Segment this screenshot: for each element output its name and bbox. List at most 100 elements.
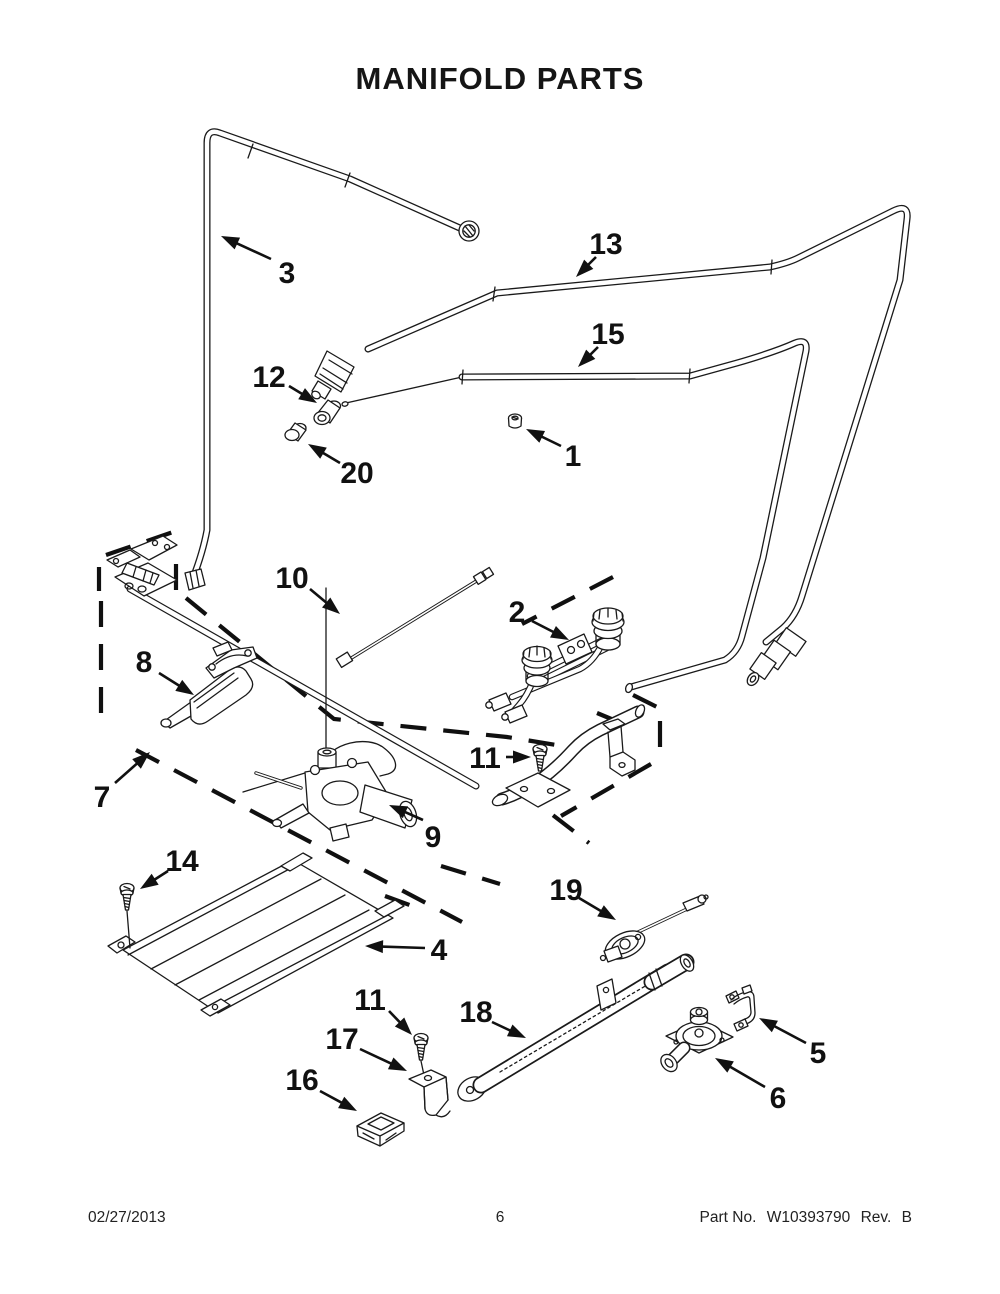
tube-joint-ticks — [247, 143, 773, 385]
callout-label-20: 20 — [340, 457, 373, 490]
callout-label-17: 17 — [325, 1023, 358, 1056]
valve-part8 — [160, 641, 258, 729]
callout-label-14: 14 — [165, 845, 199, 878]
callout-label-12: 12 — [252, 361, 285, 394]
callout-3-2: 3 — [221, 236, 295, 290]
callout-label-6: 6 — [770, 1082, 787, 1115]
panel-part4 — [107, 852, 405, 1017]
part-no-label: Part No. — [699, 1209, 757, 1226]
rev-label: Rev. — [860, 1209, 892, 1226]
manifold-rail — [491, 704, 646, 808]
callout-label-9: 9 — [425, 821, 442, 854]
callout-9-8: 9 — [389, 805, 441, 854]
callout-label-1: 1 — [565, 440, 582, 473]
callout-arrowhead — [221, 236, 241, 250]
callout-label-11: 11 — [469, 742, 501, 775]
callout-label-16: 16 — [285, 1064, 318, 1097]
tube-part3 — [184, 128, 480, 591]
callout-arrowhead — [322, 597, 340, 614]
callout-20-20: 20 — [308, 444, 374, 490]
bracket-part5 — [725, 984, 756, 1032]
rod-part10 — [335, 566, 495, 669]
callout-15-15: 15 — [578, 318, 625, 367]
clip-part16 — [356, 1112, 405, 1147]
callout-19-19: 19 — [549, 874, 616, 920]
callout-arrow-line — [376, 945, 426, 950]
callout-6-5: 6 — [715, 1058, 786, 1115]
callout-1-0: 1 — [526, 429, 581, 473]
callout-arrow-line — [768, 1022, 807, 1045]
dashed-outline — [96, 529, 663, 924]
callout-label-4: 4 — [431, 934, 448, 967]
callout-arrowhead — [175, 679, 194, 695]
fitting-part12 — [313, 399, 342, 426]
callout-label-19: 19 — [549, 874, 582, 907]
callout-label-15: 15 — [591, 318, 624, 351]
bracket-part17 — [408, 1069, 451, 1118]
callout-label-2: 2 — [509, 596, 526, 629]
callout-2-1: 2 — [509, 596, 569, 640]
callout-18-18: 18 — [459, 996, 526, 1038]
callout-arrowhead — [576, 259, 594, 277]
footer-date: 02/27/2013 — [88, 1209, 166, 1226]
regulator-part6 — [660, 1006, 734, 1073]
callout-7-6: 7 — [94, 752, 150, 814]
callout-12-12: 12 — [252, 361, 317, 403]
callout-label-5: 5 — [810, 1037, 827, 1070]
callout-arrow-line — [359, 1047, 397, 1068]
burner-part18 — [457, 953, 695, 1102]
hinge-bracket — [106, 535, 178, 597]
rev-value: B — [901, 1209, 912, 1226]
callout-arrowhead — [389, 805, 409, 819]
callout-4-3: 4 — [365, 934, 448, 967]
callout-label-13: 13 — [589, 228, 622, 261]
burner-part2 — [485, 607, 625, 724]
callout-arrowhead — [132, 752, 150, 769]
callout-label-10: 10 — [275, 562, 308, 595]
manifold-pipe — [126, 585, 480, 790]
callout-arrowhead — [506, 1024, 526, 1038]
callout-14-14: 14 — [140, 845, 199, 889]
valve-part9 — [242, 587, 418, 842]
callout-arrowhead — [140, 873, 159, 889]
ignitor-part19 — [599, 894, 709, 963]
callout-arrowhead — [550, 625, 569, 640]
callout-label-8: 8 — [136, 646, 153, 679]
screw-part11-top — [532, 743, 548, 772]
callout-arrowhead — [578, 349, 596, 367]
callout-arrowhead — [394, 1017, 412, 1035]
footer-part-number: Part No. W10393790 Rev. B — [694, 1209, 912, 1227]
cap-part20 — [284, 422, 307, 442]
callout-arrowhead — [298, 388, 317, 403]
callout-arrowhead — [513, 750, 531, 764]
callout-label-11: 11 — [354, 984, 386, 1017]
callout-arrow-line — [724, 1062, 766, 1089]
tube-part15 — [341, 338, 810, 694]
tube-part13 — [311, 204, 911, 687]
callout-arrow-line — [231, 239, 272, 261]
callout-arrowhead — [526, 429, 546, 443]
callout-13-13: 13 — [576, 228, 623, 277]
screw-part14 — [119, 882, 135, 949]
callout-arrowhead — [338, 1096, 357, 1111]
callout-arrowhead — [387, 1057, 407, 1071]
footer-page-number: 6 — [495, 1209, 505, 1226]
callout-11-11: 11 — [354, 984, 412, 1035]
callout-arrowhead — [715, 1058, 734, 1073]
callout-arrowhead — [308, 444, 327, 459]
callout-arrowhead — [759, 1018, 778, 1033]
callout-arrowhead — [365, 940, 384, 954]
callout-arrowhead — [597, 905, 616, 920]
callout-17-17: 17 — [325, 1023, 407, 1071]
page-title: MANIFOLD PARTS — [355, 60, 645, 96]
callout-11-10: 11 — [469, 742, 531, 775]
callout-8-7: 8 — [136, 646, 194, 695]
callout-10-9: 10 — [275, 562, 340, 614]
callout-16-16: 16 — [285, 1064, 357, 1111]
callout-label-7: 7 — [94, 781, 111, 814]
orifice-part1 — [507, 413, 523, 429]
callout-label-3: 3 — [279, 257, 296, 290]
